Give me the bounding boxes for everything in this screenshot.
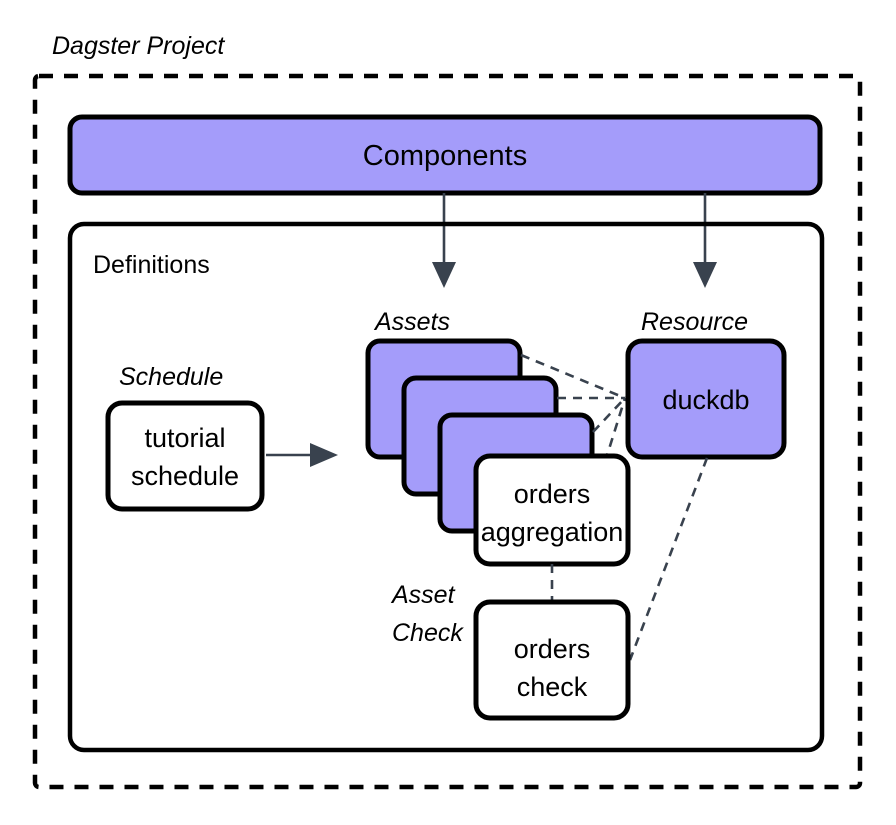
edge-asset1-to-duckdb [520, 353, 626, 400]
duckdb-node[interactable]: duckdb [625, 338, 787, 460]
asset-check-group-label-line1: Asset [390, 581, 456, 609]
orders-aggregation-node[interactable]: orders aggregation [473, 453, 631, 567]
resource-group-label: Resource [641, 308, 748, 336]
orders-check-line2: check [517, 672, 588, 702]
edge-asset3-to-duckdb [592, 397, 626, 433]
definitions-label: Definitions [93, 251, 210, 279]
definitions-boundary [67, 221, 825, 753]
tutorial-schedule-node[interactable]: tutorial schedule [105, 400, 265, 512]
orders-check-line1: orders [514, 634, 591, 664]
orders-aggregation-line1: orders [514, 479, 591, 509]
edge-components-to-resource [693, 193, 717, 288]
dagster-project-title: Dagster Project [52, 32, 225, 60]
orders-check-node[interactable]: orders check [473, 599, 631, 721]
arrowhead-icon [693, 262, 717, 288]
assets-group-label: Assets [373, 308, 450, 336]
tutorial-schedule-line1: tutorial [144, 423, 225, 453]
tutorial-schedule-shape [105, 400, 265, 512]
edge-schedule-to-assets [266, 443, 338, 467]
arrowhead-icon [432, 262, 456, 288]
tutorial-schedule-line2: schedule [131, 461, 239, 491]
orders-check-shape [473, 599, 631, 721]
edge-orders-aggregation-to-duckdb [603, 397, 627, 463]
dagster-project-boundary [32, 73, 863, 790]
asset-check-group-label-line2: Check [392, 619, 464, 647]
arrowhead-icon [310, 443, 338, 467]
edge-duckdb-to-orders-check [628, 457, 709, 661]
edge-components-to-assets [432, 193, 456, 288]
schedule-group-label: Schedule [119, 363, 223, 391]
duckdb-label: duckdb [662, 385, 749, 415]
orders-aggregation-line2: aggregation [481, 517, 624, 547]
components-box-label: Components [363, 140, 527, 172]
duckdb-shape [625, 338, 787, 460]
components-box[interactable]: Components [67, 114, 823, 196]
orders-aggregation-shape [473, 453, 631, 567]
